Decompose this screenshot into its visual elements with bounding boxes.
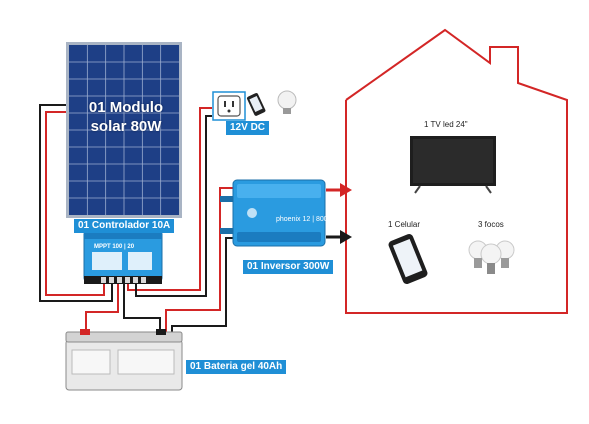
phone-label: 1 Celular — [388, 220, 421, 229]
controller-label: 01 Controlador 10A — [74, 219, 175, 233]
tv-icon — [410, 136, 496, 194]
inverter-model-text: phoenix 12 | 800 — [276, 216, 328, 223]
controller-terminal — [109, 277, 114, 283]
tv-label: 1 TV led 24" — [424, 120, 468, 129]
bulbs-label: 3 focos — [478, 220, 504, 229]
house-outline — [345, 28, 568, 314]
controller-model-text: MPPT 100 | 20 — [94, 244, 135, 250]
controller-terminal — [125, 277, 130, 283]
phone-icon — [388, 234, 428, 284]
solar-panel — [66, 42, 182, 218]
controller-terminal — [117, 277, 122, 283]
controller-terminal — [101, 277, 106, 283]
battery-label: 01 Bateria gel 40Ah — [186, 360, 287, 374]
controller-terminal — [141, 277, 146, 283]
solar-panel-label-line1: 01 Modulo — [88, 99, 164, 116]
wiring — [39, 104, 234, 332]
dc-label: 12V DC — [226, 121, 270, 135]
controller-terminal — [133, 277, 138, 283]
inverter: phoenix 12 | 800 — [220, 179, 328, 247]
charge-controller: MPPT 100 | 20 — [83, 230, 163, 284]
ac-output-arrows — [326, 183, 352, 244]
bulbs-icon — [468, 240, 515, 274]
inverter-label: 01 Inversor 300W — [243, 260, 334, 274]
solar-panel-label: 01 Modulo solar 80W — [70, 98, 182, 136]
dc-loads — [212, 90, 297, 121]
solar-panel-label-line2: solar 80W — [90, 118, 162, 135]
battery — [65, 329, 183, 391]
